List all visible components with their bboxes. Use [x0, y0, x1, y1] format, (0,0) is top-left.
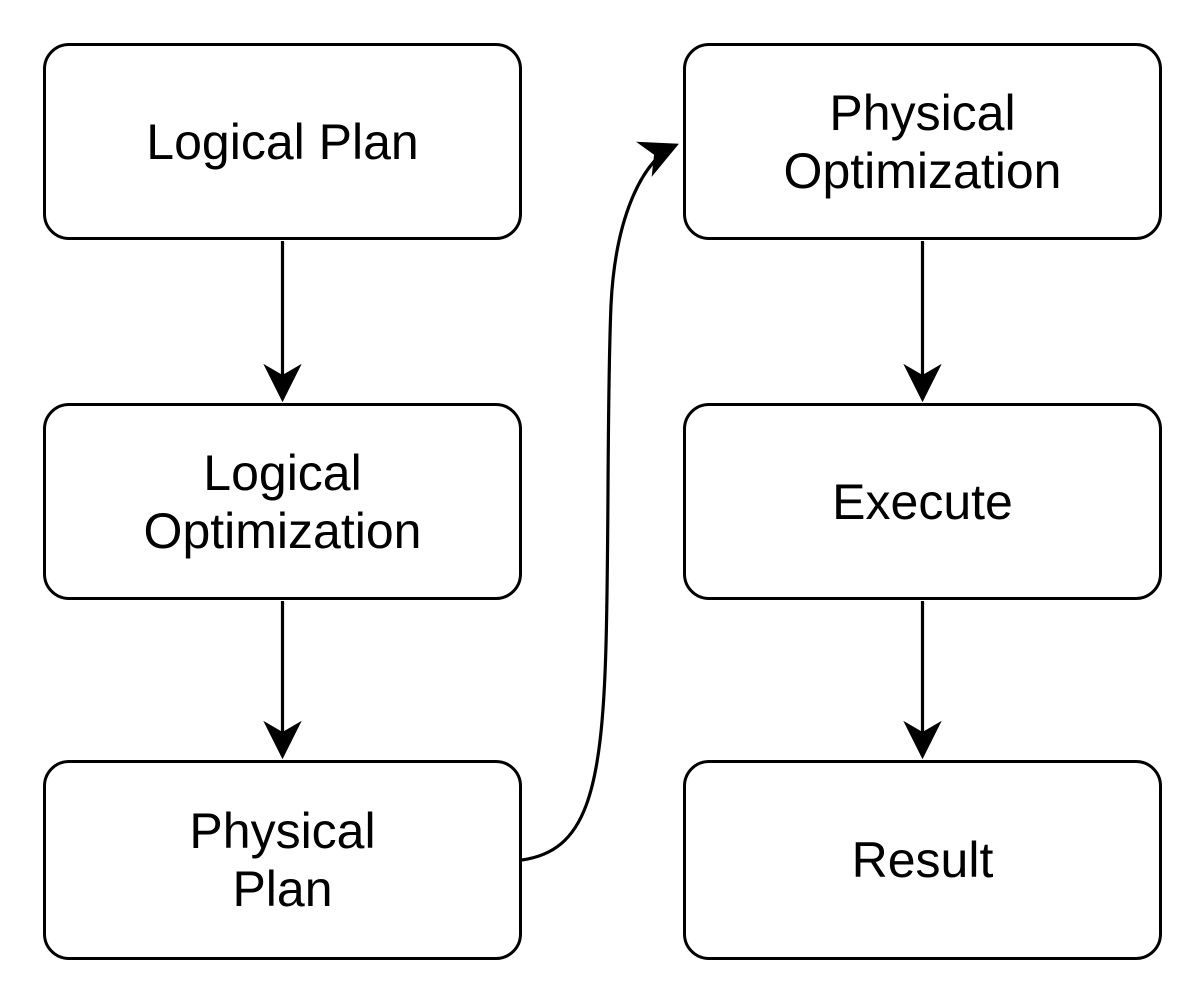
node-label-line-2: Plan	[232, 861, 333, 917]
edge-physical-plan-to-physical-optimization	[521, 141, 679, 862]
node-label-line-1: Physical	[189, 803, 376, 859]
node-label: Result	[851, 832, 994, 888]
node-label-line-1: Physical	[829, 84, 1016, 141]
node-label-line-2: Optimization	[783, 142, 1062, 199]
node-label-line-1: Logical	[203, 444, 362, 501]
node-label: Execute	[832, 473, 1013, 530]
node-physical-plan: Physical Plan	[43, 760, 522, 960]
node-result: Result	[683, 760, 1162, 960]
node-label: Logical Plan	[146, 113, 419, 170]
node-logical-plan: Logical Plan	[43, 43, 522, 240]
node-label-line-2: Optimization	[143, 502, 422, 559]
node-execute: Execute	[683, 403, 1162, 600]
node-physical-optimization: Physical Optimization	[683, 43, 1162, 240]
node-logical-optimization: Logical Optimization	[43, 403, 522, 600]
